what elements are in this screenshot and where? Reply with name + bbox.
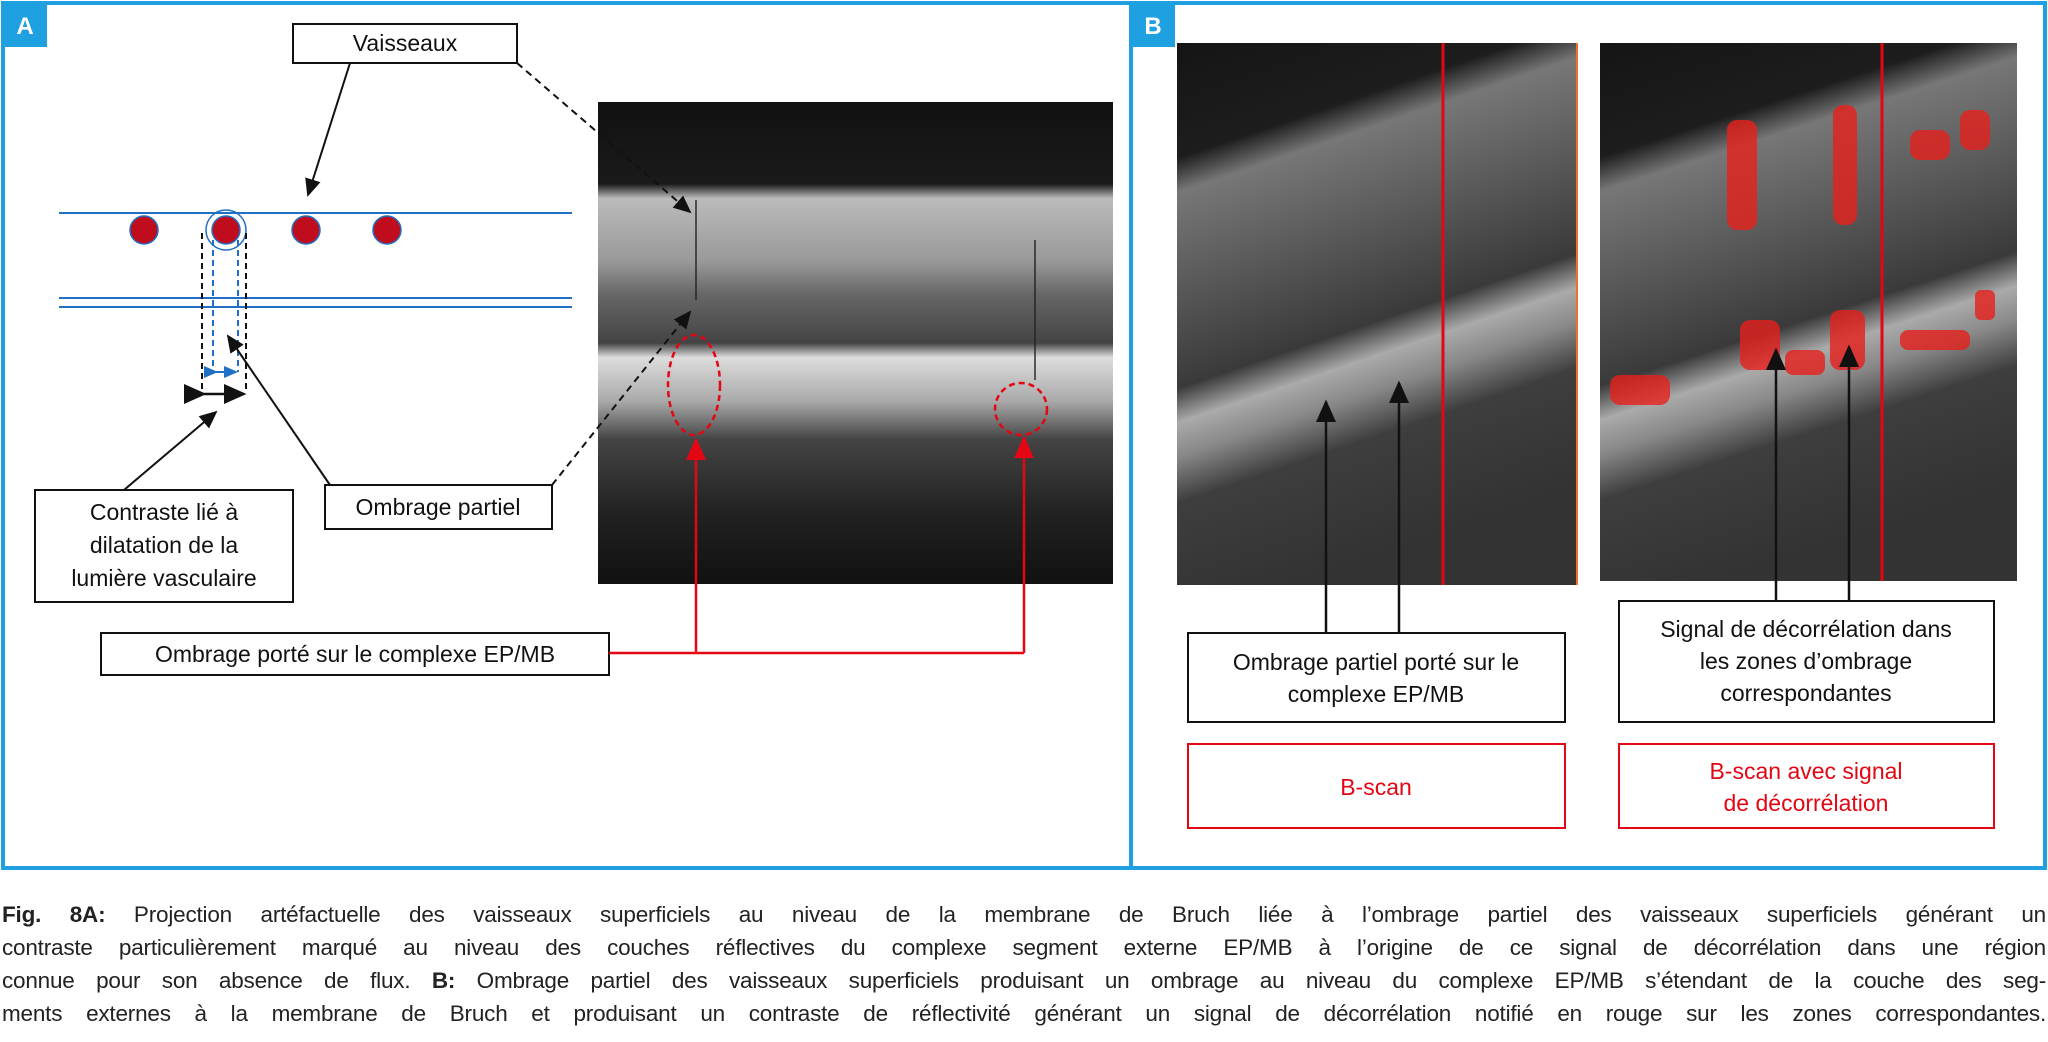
contraste-label-line: dilatation de la: [90, 532, 239, 558]
vessel-schematic: [59, 209, 572, 404]
bscan-decorrelation-image: [1600, 43, 2017, 581]
bscan-image: [1177, 43, 1578, 585]
shadow-region-ellipse: [993, 381, 1049, 437]
vessel-dot: [129, 215, 159, 245]
panel-a-tag: [3, 3, 47, 47]
left-note-line: Ombrage partiel porté sur le: [1233, 649, 1519, 675]
ombrage-porte-label: Ombrage porté sur le complexe EP/MB: [155, 641, 555, 667]
panel-b-tag: [1131, 3, 1175, 47]
caption-text: Projection artéfactuelle des vaisseaux s…: [105, 902, 2046, 927]
contraste-label-line: lumière vasculaire: [71, 565, 256, 591]
right-note-box: [1618, 600, 1995, 723]
arrow-contraste: [123, 410, 218, 491]
right-note-line: correspondantes: [1720, 680, 1891, 706]
caption-text: ments externes à la membrane de Bruch et…: [2, 1001, 2046, 1026]
panel-b-tag-label: B: [1144, 13, 1161, 40]
ombrage-partiel-label: Ombrage partiel: [356, 494, 521, 520]
shadow-region-ellipse: [666, 333, 722, 437]
caption-fig-label: Fig. 8A:: [2, 902, 106, 927]
arrow-ombrage-partiel-oct: [551, 310, 692, 486]
bscan-title: B-scan: [1340, 774, 1412, 800]
figure-caption: Fig. 8A: Projection artéfactuelle des va…: [2, 898, 2046, 1030]
caption-line: connue pour son absence de flux. B: Ombr…: [2, 964, 2046, 997]
right-note-line: les zones d’ombrage: [1700, 648, 1912, 674]
decorrelation-signal: [1610, 105, 1995, 405]
caption-text: contraste particulièrement marqué au niv…: [2, 935, 2046, 960]
vaisseaux-label-box: [292, 23, 518, 64]
panel-b-frame: [1129, 1, 2047, 870]
contraste-label-box: [34, 489, 294, 603]
left-note-line: complexe EP/MB: [1288, 681, 1464, 707]
arrow-vaisseaux: [305, 62, 351, 197]
right-note-line: Signal de décorrélation dans: [1660, 616, 1952, 642]
ombrage-partiel-label-box: [324, 484, 553, 530]
caption-line: contraste particulièrement marqué au niv…: [2, 931, 2046, 964]
panel-a-tag-label: A: [16, 13, 33, 40]
arrow-ombrage-partiel: [226, 334, 331, 486]
vessel-dot: [372, 215, 402, 245]
decorrelation-title-line: de décorrélation: [1724, 790, 1889, 816]
oct-bscan-image-a: [598, 102, 1113, 584]
decorrelation-title-line: B-scan avec signal: [1709, 758, 1902, 784]
caption-line: ments externes à la membrane de Bruch et…: [2, 997, 2046, 1030]
contraste-label-line: Contraste lié à: [90, 499, 239, 525]
vessel-dot: [211, 215, 241, 245]
caption-text: connue pour son absence de flux.: [2, 968, 432, 993]
vessel-dot: [291, 215, 321, 245]
bscan-title-box: [1187, 743, 1566, 829]
decorrelation-title-box: [1618, 743, 1995, 829]
caption-b-label: B:: [431, 968, 456, 993]
caption-text: Ombrage partiel des vaisseaux superficie…: [455, 968, 2047, 993]
left-note-box: [1187, 632, 1566, 723]
vaisseaux-label: Vaisseaux: [353, 30, 458, 56]
arrow-vaisseaux-oct: [516, 62, 692, 214]
caption-line: Fig. 8A: Projection artéfactuelle des va…: [2, 898, 2046, 931]
